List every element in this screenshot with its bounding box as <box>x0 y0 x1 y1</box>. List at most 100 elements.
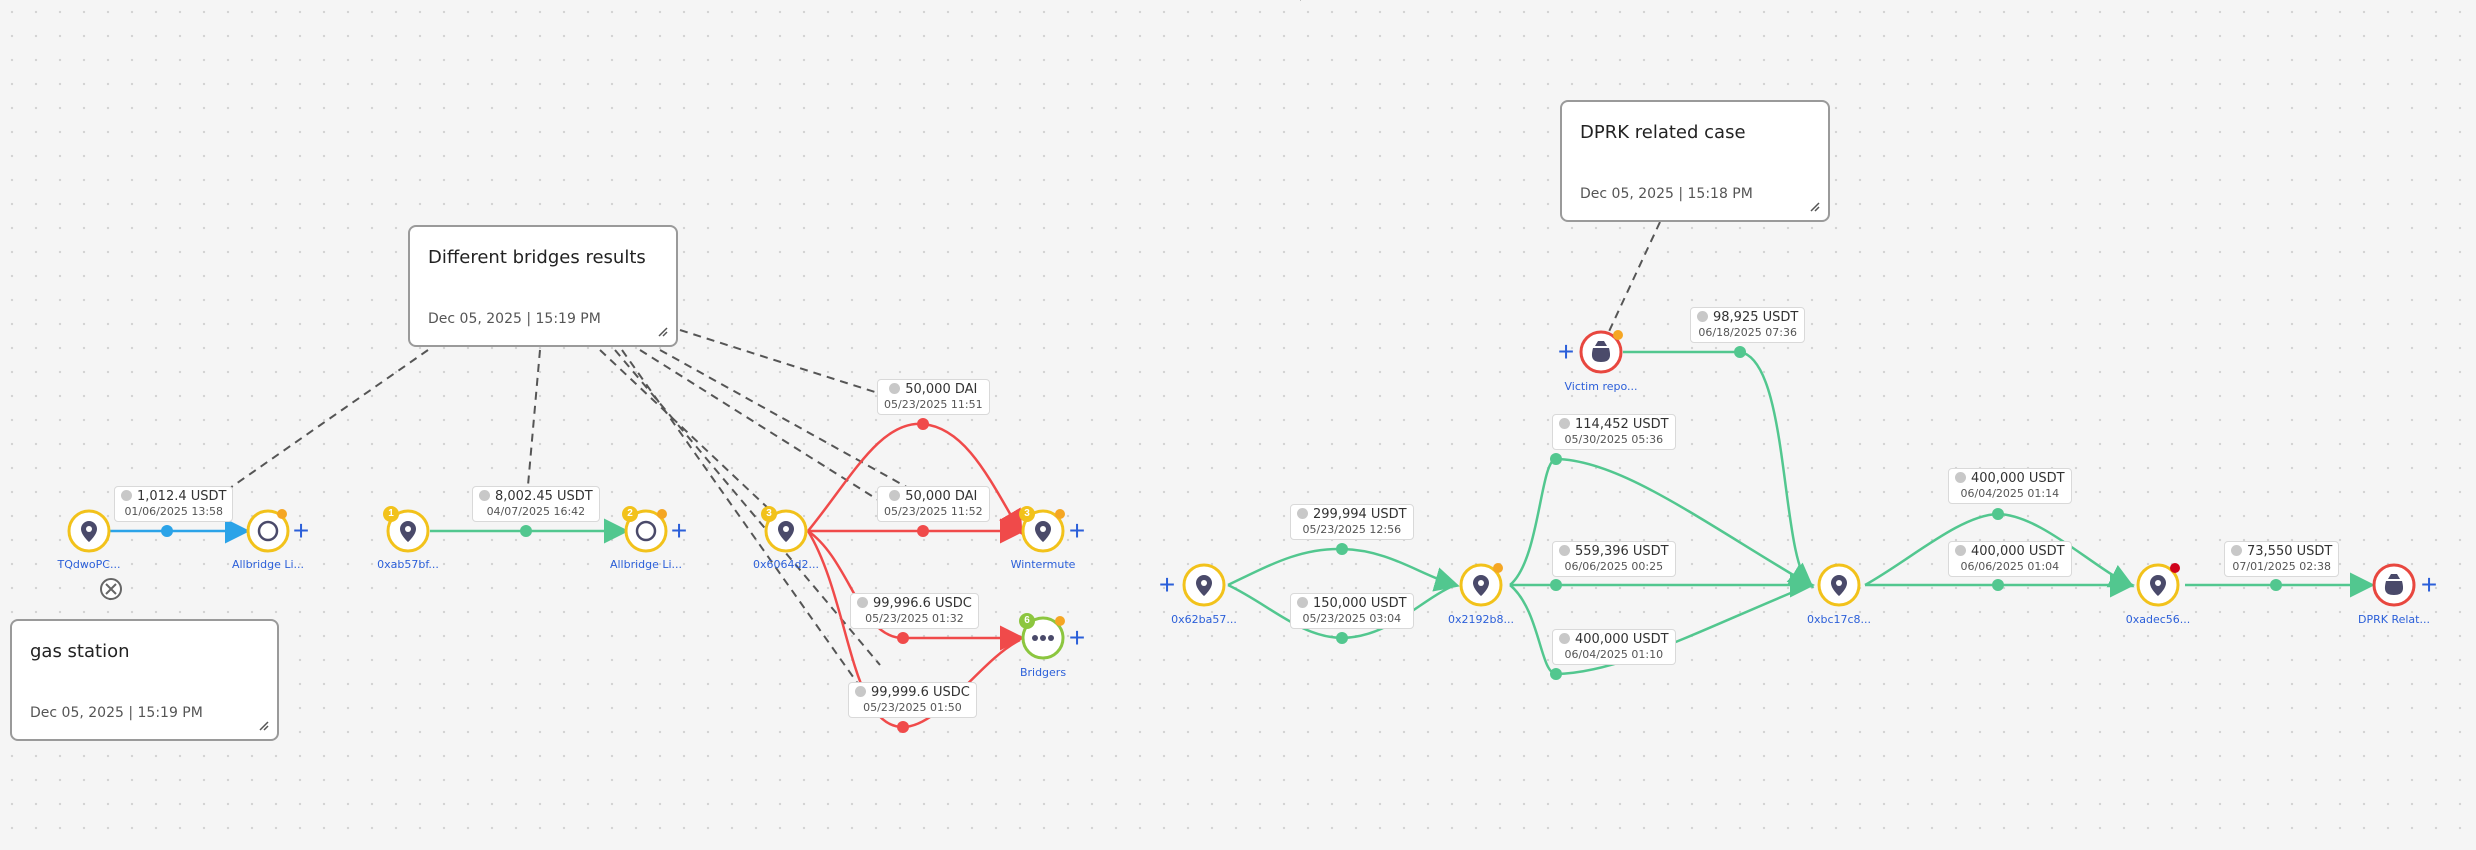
node-oxab57[interactable] <box>386 509 430 553</box>
edge-amount: 99,999.6 USDC <box>871 685 970 700</box>
node-label[interactable]: Allbridge Li... <box>231 558 305 571</box>
node-tqdwo[interactable] <box>67 509 111 553</box>
node-dprk[interactable] <box>2372 563 2416 607</box>
edge-label[interactable]: 150,000 USDT 05/23/2025 03:04 <box>1290 593 1414 629</box>
node-label[interactable]: DPRK Relat... <box>2358 613 2430 626</box>
note-date: Dec 05, 2025 | 15:19 PM <box>428 311 601 327</box>
note-title: gas station <box>30 641 130 662</box>
edge-label[interactable]: 98,925 USDT 06/18/2025 07:36 <box>1690 307 1806 343</box>
expand-plus-icon[interactable]: + <box>1068 622 1086 653</box>
token-icon <box>889 490 901 501</box>
expand-plus-icon[interactable]: + <box>1068 515 1086 546</box>
edge-date: 01/06/2025 13:58 <box>124 505 224 518</box>
count-badge: 2 <box>622 506 638 522</box>
note-title: DPRK related case <box>1580 122 1746 143</box>
edge-label[interactable]: 99,996.6 USDC 05/23/2025 01:32 <box>850 593 979 629</box>
edge-label[interactable]: 1,012.4 USDT 01/06/2025 13:58 <box>114 486 234 522</box>
edge-amount: 114,452 USDT <box>1575 417 1669 432</box>
node-wintermute[interactable] <box>1021 509 1065 553</box>
resize-handle-icon[interactable] <box>1808 200 1820 212</box>
node-label[interactable]: 0x6064d2... <box>753 558 819 571</box>
count-badge: 1 <box>383 506 399 522</box>
edge-label[interactable]: 400,000 USDT 06/04/2025 01:10 <box>1552 629 1676 665</box>
edge-ox2192-oxbc17-top[interactable] <box>1509 457 1815 588</box>
note-title: Different bridges results <box>428 247 646 268</box>
edge-amount: 1,012.4 USDT <box>137 489 227 504</box>
node-allbridge-1[interactable] <box>246 509 290 553</box>
token-icon <box>1297 597 1308 608</box>
node-bridgers[interactable] <box>1021 616 1065 660</box>
resize-handle-icon[interactable] <box>257 719 269 731</box>
node-label[interactable]: 0x2192b8... <box>1448 613 1514 626</box>
count-badge: 6 <box>1019 613 1035 629</box>
note-connectors <box>109 221 1661 716</box>
expand-plus-icon[interactable]: + <box>292 515 310 546</box>
expand-plus-icon[interactable]: + <box>1557 336 1575 367</box>
edge-amount: 150,000 USDT <box>1313 596 1407 611</box>
edge-amount: 50,000 DAI <box>905 382 978 397</box>
note-date: Dec 05, 2025 | 15:19 PM <box>30 705 203 721</box>
node-oxadec[interactable] <box>2136 563 2180 607</box>
token-icon <box>1559 545 1570 556</box>
node-label[interactable]: Wintermute <box>1010 558 1076 571</box>
node-label[interactable]: 0xab57bf... <box>377 558 439 571</box>
edge-date: 07/01/2025 02:38 <box>2232 560 2331 573</box>
note-gas-station[interactable]: gas station Dec 05, 2025 | 15:19 PM <box>10 619 279 741</box>
edge-date: 05/23/2025 01:50 <box>863 701 962 714</box>
edge-amount: 400,000 USDT <box>1971 471 2065 486</box>
node-allbridge-2[interactable] <box>624 509 668 553</box>
node-label[interactable]: Bridgers <box>1019 666 1067 679</box>
node-oxbc17[interactable] <box>1817 563 1861 607</box>
count-badge: 3 <box>761 506 777 522</box>
edge-label[interactable]: 400,000 USDT 06/04/2025 01:14 <box>1948 468 2072 504</box>
edge-label[interactable]: 50,000 DAI 05/23/2025 11:52 <box>877 486 990 522</box>
edge-label[interactable]: 50,000 DAI 05/23/2025 11:51 <box>877 379 990 415</box>
edge-label[interactable]: 299,994 USDT 05/23/2025 12:56 <box>1290 504 1414 540</box>
edge-date: 06/04/2025 01:10 <box>1564 648 1664 661</box>
edge-amount: 73,550 USDT <box>2247 544 2333 559</box>
edge-date: 05/23/2025 11:52 <box>884 505 983 518</box>
token-icon <box>1559 418 1570 429</box>
edge-label[interactable]: 8,002.45 USDT 04/07/2025 16:42 <box>472 486 600 522</box>
expand-plus-icon[interactable]: + <box>670 515 688 546</box>
edge-ox6064-bridgers-2[interactable] <box>806 530 1021 729</box>
token-icon <box>855 686 866 697</box>
edge-label[interactable]: 559,396 USDT 06/06/2025 00:25 <box>1552 541 1676 577</box>
edge-label[interactable]: 73,550 USDT 07/01/2025 02:38 <box>2224 541 2340 577</box>
node-label[interactable]: 0x62ba57... <box>1171 613 1237 626</box>
edge-amount: 8,002.45 USDT <box>495 489 593 504</box>
edge-amount: 400,000 USDT <box>1575 632 1669 647</box>
node-victim[interactable] <box>1579 330 1623 374</box>
node-ox62ba[interactable] <box>1182 563 1226 607</box>
edge-amount: 99,996.6 USDC <box>873 596 972 611</box>
edge-date: 05/30/2025 05:36 <box>1564 433 1664 446</box>
edge-amount: 98,925 USDT <box>1713 310 1799 325</box>
edge-date: 05/23/2025 01:32 <box>865 612 964 625</box>
node-label[interactable]: Allbridge Li... <box>609 558 683 571</box>
node-ox6064[interactable] <box>764 509 808 553</box>
edge-amount: 400,000 USDT <box>1971 544 2065 559</box>
edge-amount: 50,000 DAI <box>905 489 978 504</box>
edge-date: 06/04/2025 01:14 <box>1960 487 2060 500</box>
node-label[interactable]: TQdwoPC... <box>57 558 121 571</box>
expand-plus-icon[interactable]: + <box>2420 569 2438 600</box>
resize-handle-icon[interactable] <box>656 325 668 337</box>
edge-ox2192-oxbc17-bot[interactable] <box>1509 583 1811 676</box>
remove-note-icon[interactable] <box>100 578 122 600</box>
edge-label[interactable]: 400,000 USDT 06/06/2025 01:04 <box>1948 541 2072 577</box>
note-dprk[interactable]: DPRK related case Dec 05, 2025 | 15:18 P… <box>1560 100 1830 222</box>
node-ox2192[interactable] <box>1459 563 1503 607</box>
edge-label[interactable]: 114,452 USDT 05/30/2025 05:36 <box>1552 414 1676 450</box>
token-icon <box>1697 311 1708 322</box>
edge-label[interactable]: 99,999.6 USDC 05/23/2025 01:50 <box>848 682 977 718</box>
edge-date: 05/23/2025 11:51 <box>884 398 983 411</box>
count-badge: 3 <box>1019 506 1035 522</box>
note-bridges[interactable]: Different bridges results Dec 05, 2025 |… <box>408 225 678 347</box>
node-label[interactable]: 0xbc17c8... <box>1806 613 1872 626</box>
node-label[interactable]: Victim repo... <box>1564 380 1638 393</box>
node-label[interactable]: 0xadec56... <box>2125 613 2191 626</box>
expand-plus-icon[interactable]: + <box>1158 569 1176 600</box>
token-icon <box>1297 508 1308 519</box>
edge-date: 04/07/2025 16:42 <box>486 505 586 518</box>
